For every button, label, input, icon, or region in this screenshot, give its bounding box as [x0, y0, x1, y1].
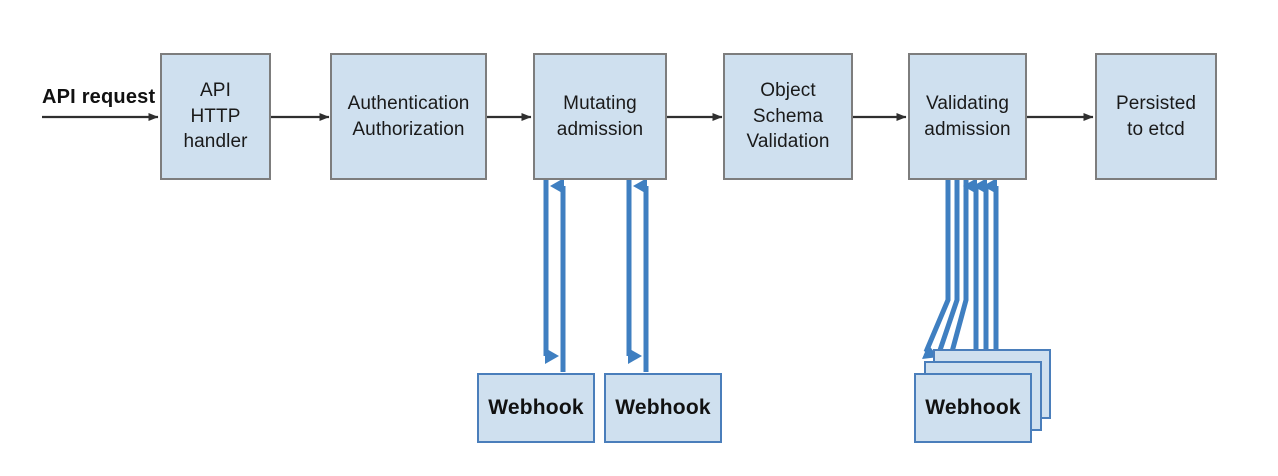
node-label: Validating admission [924, 92, 1011, 140]
webhook-box-validating-stack-front[interactable]: Webhook [914, 373, 1032, 443]
node-validating-admission[interactable]: Validating admission [908, 53, 1027, 180]
node-label: API HTTP handler [183, 80, 248, 153]
node-api-http-handler[interactable]: API HTTP handler [160, 53, 271, 180]
node-label: Object Schema Validation [746, 80, 830, 153]
node-authentication-authorization[interactable]: Authentication Authorization [330, 53, 487, 180]
node-mutating-admission[interactable]: Mutating admission [533, 53, 667, 180]
webhook-label: Webhook [615, 396, 711, 419]
validating-webhook-down-arrow-2 [932, 180, 960, 370]
entry-label: API request [42, 86, 156, 108]
node-persisted-to-etcd[interactable]: Persisted to etcd [1095, 53, 1217, 180]
webhook-label: Webhook [925, 396, 1021, 419]
webhook-label: Webhook [488, 396, 584, 419]
validating-webhook-down-arrow-1 [921, 180, 951, 359]
node-label: Mutating admission [556, 92, 644, 140]
webhook-box-mutating-2[interactable]: Webhook [604, 373, 722, 443]
webhook-box-mutating-1[interactable]: Webhook [477, 373, 595, 443]
node-object-schema-validation[interactable]: Object Schema Validation [723, 53, 853, 180]
node-label: Persisted to etcd [1115, 92, 1197, 140]
node-label: Authentication Authorization [347, 92, 470, 140]
